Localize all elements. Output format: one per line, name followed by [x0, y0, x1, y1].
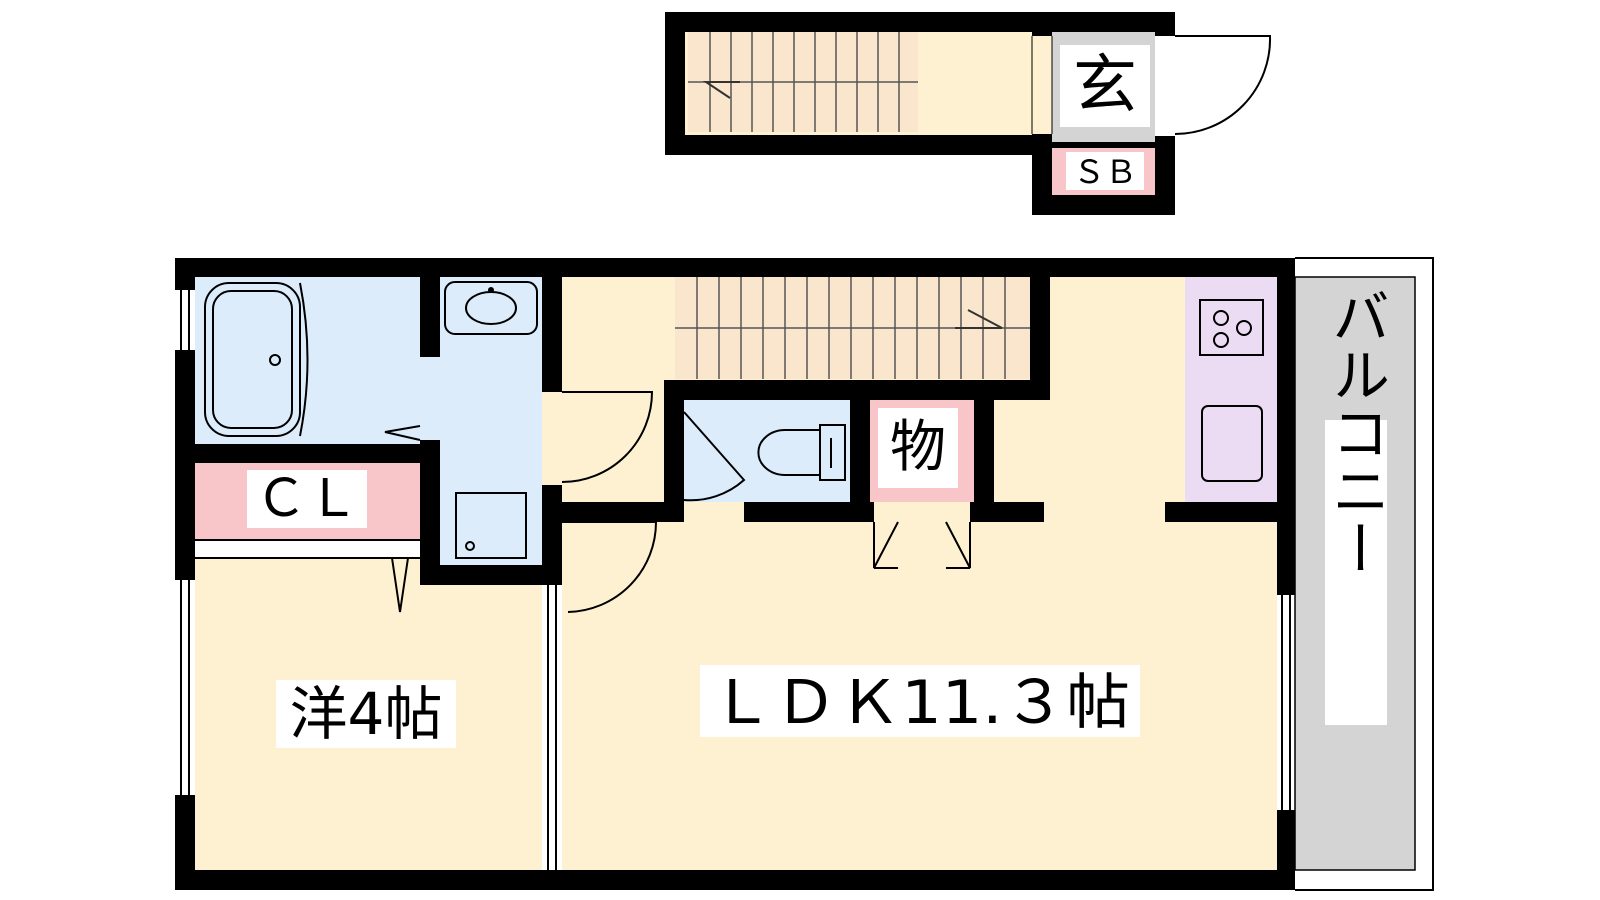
kitchen-sink: [1201, 405, 1263, 482]
front-door-swing: [1174, 35, 1272, 135]
entrance-label: 玄: [1073, 49, 1137, 123]
closet-label: ＣＬ: [255, 469, 359, 529]
toilet-door: [683, 411, 746, 502]
door-gap-room: [542, 585, 562, 870]
wall-wash-lower: [420, 440, 440, 585]
main-floor: ＣＬ 物 洋4帖 ＬＤＫ11.３帖 バルコニー: [175, 257, 1434, 891]
stove: [1199, 299, 1264, 356]
balcony-label: バルコニー: [1322, 287, 1390, 577]
wall-wash-right-mid: [542, 485, 562, 585]
door-wash-hall: [561, 391, 654, 483]
window-bath: [175, 290, 195, 350]
door-gap-wash-hall: [542, 392, 562, 485]
bath-drain: [269, 354, 281, 366]
main-stair-treads: [675, 277, 1030, 379]
ldk-label: ＬＤＫ11.３帖: [710, 668, 1130, 738]
wall-kitchen-stub: [1165, 502, 1277, 522]
washer-pan: [455, 492, 527, 559]
door-gap-storage: [874, 502, 970, 522]
window-ldk: [1277, 595, 1295, 810]
upper-stair-arrow: [702, 81, 740, 99]
door-gap-closet: [195, 540, 420, 558]
wall-stair-right: [1030, 277, 1050, 400]
wall-storage-right: [974, 400, 994, 522]
balcony-rail: [1295, 257, 1434, 891]
wall-toilet-storage: [850, 400, 870, 502]
door-hall-ldk: [562, 521, 658, 613]
storage-label: 物: [890, 415, 946, 480]
wall-stair-bottom: [664, 380, 1050, 400]
western-room-label: 洋4帖: [290, 680, 443, 748]
shoe-box-label: ＳＢ: [1073, 153, 1137, 191]
wall-toilet-left: [664, 380, 684, 502]
wall-wash-bottom: [420, 565, 542, 585]
bath-door: [384, 425, 421, 441]
door-gap-toilet: [684, 502, 744, 522]
toilet-bowl-tank: [819, 424, 846, 481]
bathtub: [204, 282, 301, 437]
window-room: [175, 580, 195, 795]
wash-basin: [444, 281, 538, 335]
upper-wall-gap: [1032, 36, 1052, 134]
wall-stub-ldk: [994, 502, 1044, 522]
wall-bath-closet: [195, 444, 440, 463]
wall-bath-wash: [420, 277, 440, 357]
door-gap-bath: [420, 357, 440, 440]
entrance-section: 玄 ＳＢ: [665, 12, 1272, 215]
toilet-bowl: [757, 429, 820, 476]
toilet-floor: [664, 400, 850, 502]
front-door-opening: [1155, 36, 1175, 136]
main-stair-arrow: [955, 309, 1003, 329]
closet-door: [391, 557, 409, 613]
wall-wash-right-top: [542, 277, 562, 392]
storage-doors: [873, 521, 971, 569]
